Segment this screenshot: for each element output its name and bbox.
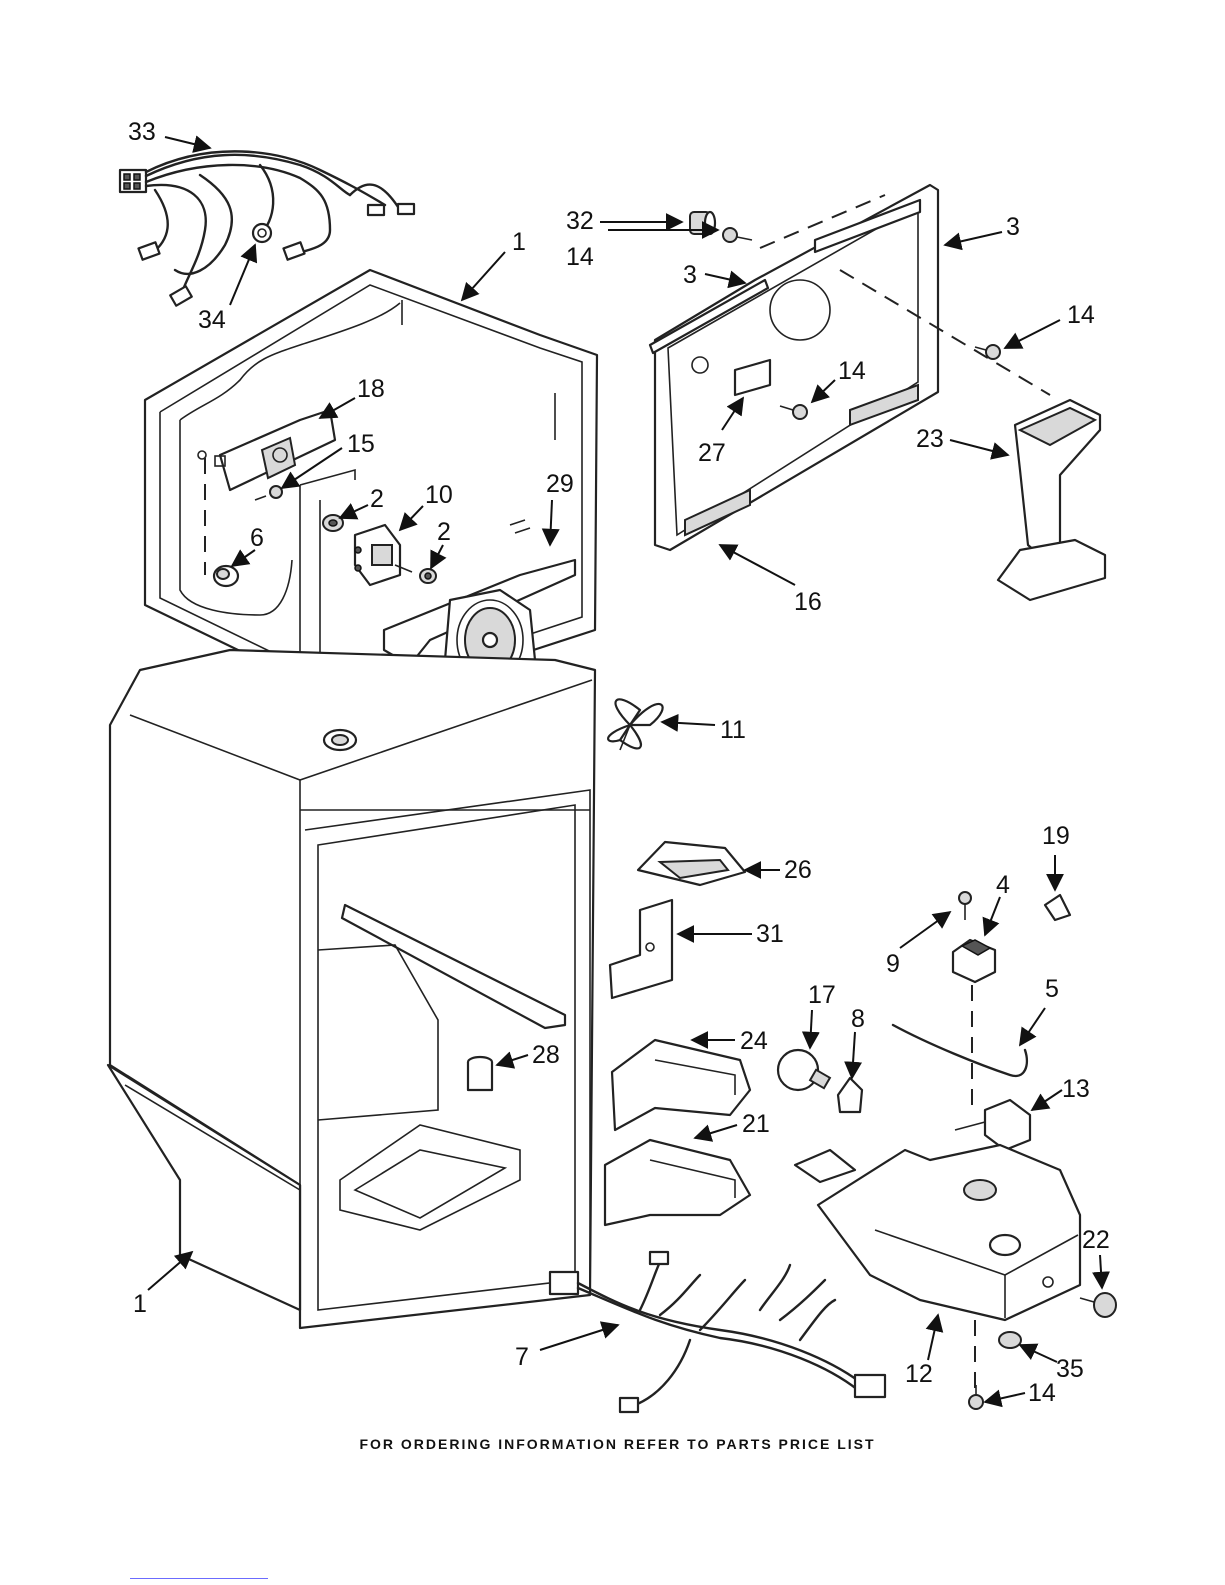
crisper-tray-21 [605,1140,750,1225]
callout-32: 32 [566,207,594,235]
fan-blade-11 [608,699,663,750]
callout-11: 11 [720,716,746,744]
tube-5 [893,1025,1027,1076]
callout-4: 4 [996,871,1010,899]
freezer-panel-16 [655,185,938,550]
callout-7: 7 [515,1343,529,1371]
control-housing-12 [818,1145,1080,1320]
callout-15: 15 [347,430,375,458]
screw-14-bottom [969,1385,983,1409]
callout-24: 24 [740,1027,768,1055]
callout-3: 3 [683,261,697,289]
callout-6: 6 [250,524,264,552]
callout-28: 28 [532,1041,560,1069]
callout-19: 19 [1042,822,1070,850]
bottom-link-underline [130,1578,268,1579]
callout-14: 14 [566,243,594,271]
callout-2: 2 [437,518,451,546]
callout-2: 2 [370,485,384,513]
callout-17: 17 [808,981,836,1009]
callout-23: 23 [916,425,944,453]
callout-35: 35 [1056,1355,1084,1383]
label-tag [795,1150,855,1182]
callout-3: 3 [1006,213,1020,241]
sensor-4 [953,940,995,982]
callout-1: 1 [133,1290,147,1318]
callout-34: 34 [198,306,226,334]
callout-22: 22 [1082,1226,1110,1254]
crisper-cover-24 [612,1040,750,1130]
callout-18: 18 [357,375,385,403]
knob-6 [214,566,238,586]
callout-21: 21 [742,1110,770,1138]
damper-control-13 [955,1100,1030,1150]
grommet-2-right [420,569,436,583]
light-bulb-17 [778,1050,830,1090]
callout-13: 13 [1062,1075,1090,1103]
lamp-socket-28 [468,1057,492,1090]
callout-1: 1 [512,228,526,256]
callout-14: 14 [838,357,866,385]
callout-33: 33 [128,118,156,146]
lamp-socket-8 [838,1078,862,1112]
callout-12: 12 [905,1360,933,1388]
callout-8: 8 [851,1005,865,1033]
callout-9: 9 [886,950,900,978]
cover-plate-31 [610,900,672,998]
screw-14-top [723,228,752,242]
refrigerator-liner [108,650,595,1328]
wire-harness-7 [550,1252,885,1412]
callout-16: 16 [794,588,822,616]
callout-26: 26 [784,856,812,884]
callout-27: 27 [698,439,726,467]
callout-14: 14 [1028,1379,1056,1407]
grommet-35 [999,1332,1021,1348]
knob-22 [1080,1293,1116,1317]
clip-19 [1045,895,1070,920]
callout-14: 14 [1067,301,1095,329]
callout-10: 10 [425,481,453,509]
callout-31: 31 [756,920,784,948]
callout-5: 5 [1045,975,1059,1003]
callout-29: 29 [546,470,574,498]
control-housing-26 [638,842,745,885]
ordering-information-note: FOR ORDERING INFORMATION REFER TO PARTS … [0,1436,1225,1452]
air-duct-23 [998,400,1105,600]
screw-9 [959,892,971,920]
